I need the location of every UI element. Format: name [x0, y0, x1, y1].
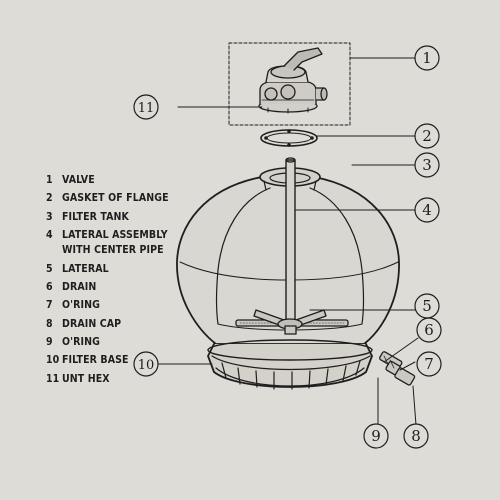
legend-label-line: FILTER BASE: [62, 354, 129, 367]
legend-number: 1: [46, 174, 53, 186]
callout-circle: [416, 351, 442, 377]
laterals: [235, 309, 349, 335]
legend-label: FILTER BASE: [62, 351, 129, 369]
callout-7: 7: [416, 351, 442, 377]
callout-number: 7: [424, 355, 434, 373]
legend-item: 2 GASKET OF FLANGE: [46, 189, 169, 207]
legend-number: 4: [46, 228, 53, 241]
callout-11: 11: [133, 94, 159, 120]
drain-assembly: [379, 351, 416, 386]
legend-label: GASKET OF FLANGE: [62, 189, 169, 207]
legend-label-line: GASKET OF FLANGE: [62, 192, 169, 205]
callout-number: 11: [138, 101, 155, 116]
callout-circle: [363, 423, 389, 449]
legend-number: 3: [46, 210, 53, 223]
legend-item: 1 VALVE: [46, 171, 169, 189]
legend-label-line: UNT HEX: [62, 372, 110, 385]
callout-number: 8: [411, 427, 421, 445]
callout-5: 5: [414, 293, 440, 319]
legend-number: 2: [46, 192, 53, 205]
callout-circle: [414, 152, 440, 178]
legend-label: FILTER TANK: [62, 208, 129, 226]
legend-label: O'RING: [62, 333, 100, 351]
legend-number: 5: [46, 262, 53, 275]
legend-item: 9 O'RING: [46, 333, 169, 351]
callout-3: 3: [414, 152, 440, 178]
callout-number: 2: [422, 127, 432, 145]
callout-4: 4: [414, 197, 440, 223]
legend-label-line: O'RING: [62, 299, 100, 312]
legend-number: 9: [46, 336, 53, 349]
callout-2: 2: [414, 123, 440, 149]
legend-label-line: FILTER TANK: [62, 210, 129, 223]
legend-item: 4 LATERAL ASSEMBLY WITH CENTER PIPE: [46, 226, 169, 260]
callout-number: 4: [422, 201, 432, 219]
valve: [258, 47, 328, 114]
callout-8: 8: [403, 423, 429, 449]
callout-circle: [133, 351, 159, 377]
callout-number: 5: [422, 297, 432, 315]
legend-item: 6 DRAIN: [46, 278, 169, 296]
callout-circle: [133, 94, 159, 120]
callout-leaders: [157, 57, 419, 431]
legend-label-line: LATERAL: [62, 262, 109, 275]
legend-label-line: DRAIN CAP: [62, 317, 122, 330]
legend-item: 8 DRAIN CAP: [46, 315, 169, 333]
legend-label: LATERAL ASSEMBLY WITH CENTER PIPE: [62, 228, 168, 258]
legend-number: 8: [46, 317, 53, 330]
legend-label: LATERAL: [62, 260, 109, 278]
callout-10: 10: [133, 351, 159, 377]
callout-markers: 1 2 3 4 5 6 7 8 9 10 11: [133, 45, 442, 449]
legend-item: 5 LATERAL: [46, 260, 169, 278]
callout-number: 3: [422, 156, 432, 174]
callout-circle: [414, 123, 440, 149]
callout-6: 6: [416, 317, 442, 343]
legend-number: 10: [46, 354, 60, 367]
callout-number: 10: [138, 358, 155, 373]
legend-label: VALVE: [62, 171, 95, 189]
callout-circle: [403, 423, 429, 449]
callout-circle: [414, 45, 440, 71]
filter-base: [207, 339, 373, 390]
legend-number: 11: [46, 372, 60, 385]
center-pipe: [285, 157, 296, 326]
legend-number: 6: [46, 281, 53, 294]
callout-9: 9: [363, 423, 389, 449]
legend-label-line: O'RING: [62, 336, 100, 349]
callout-number: 9: [371, 427, 381, 445]
legend-number: 7: [46, 299, 53, 312]
legend-label-line: LATERAL ASSEMBLY: [62, 228, 168, 241]
legend-label: DRAIN CAP: [62, 315, 121, 333]
legend-label-line: VALVE: [62, 174, 95, 186]
legend-label-line: WITH CENTER PIPE: [62, 243, 164, 256]
legend-label-line: DRAIN: [62, 281, 97, 294]
legend-label: DRAIN: [62, 278, 96, 296]
callout-circle: [416, 317, 442, 343]
legend-label: O'RING: [62, 296, 100, 314]
legend-item: 3 FILTER TANK: [46, 208, 169, 226]
callout-1: 1: [414, 45, 440, 71]
callout-number: 6: [424, 321, 434, 339]
legend-label: UNT HEX: [62, 370, 110, 388]
callout-circle: [414, 197, 440, 223]
legend-item: 7 O'RING: [46, 296, 169, 314]
callout-number: 1: [422, 49, 432, 67]
valve-detail-box: [228, 42, 351, 126]
gasket-of-flange: [260, 129, 318, 147]
